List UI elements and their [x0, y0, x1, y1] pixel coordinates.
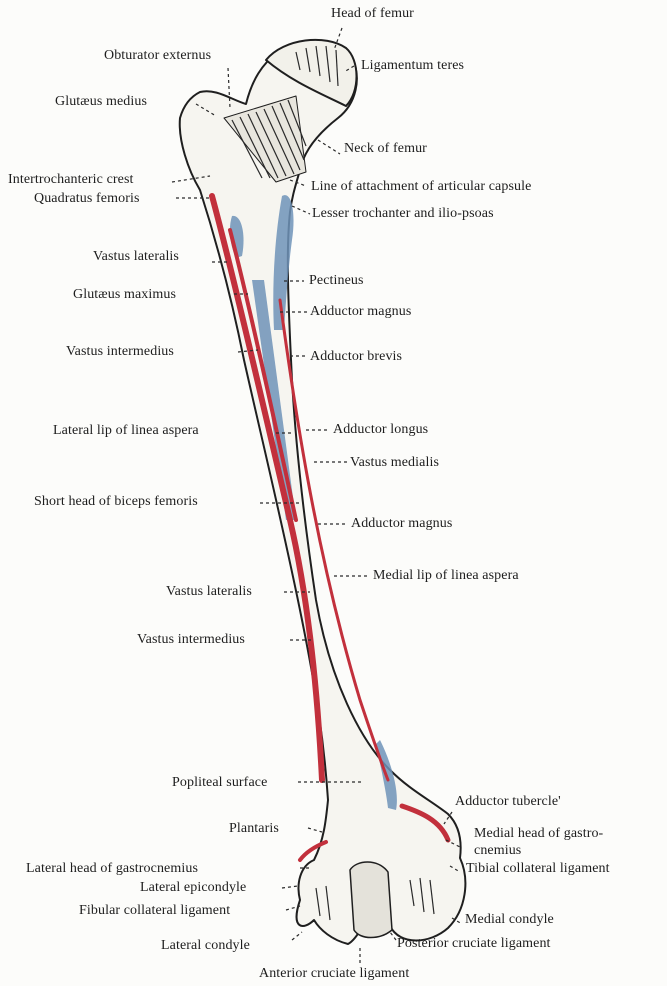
label-medial-condyle: Medial condyle: [465, 912, 554, 928]
label-adductor-brevis: Adductor brevis: [310, 349, 402, 365]
label-medial-head-gastrocnemius-line1: Medial head of gastro-: [474, 826, 603, 842]
label-plantaris: Plantaris: [229, 821, 279, 837]
label-vastus-medialis: Vastus medialis: [350, 455, 439, 471]
label-obturator-externus: Obturator externus: [104, 48, 211, 64]
label-glutaeus-medius: Glutæus medius: [55, 94, 147, 110]
label-vastus-intermedius-upper: Vastus intermedius: [66, 344, 174, 360]
label-ligamentum-teres: Ligamentum teres: [361, 58, 464, 74]
label-vastus-lateralis-lower: Vastus lateralis: [166, 584, 252, 600]
label-lesser-trochanter: Lesser trochanter and ilio-psoas: [312, 206, 494, 222]
label-medial-head-gastrocnemius-line2: cnemius: [474, 843, 521, 859]
label-lateral-lip-linea-aspera: Lateral lip of linea aspera: [53, 423, 199, 439]
label-adductor-magnus-upper: Adductor magnus: [310, 304, 411, 320]
label-medial-lip-linea-aspera: Medial lip of linea aspera: [373, 568, 519, 584]
label-adductor-tubercle: Adductor tubercle': [455, 794, 561, 810]
label-intertrochanteric-crest: Intertrochanteric crest: [8, 172, 134, 188]
label-head-of-femur: Head of femur: [331, 6, 414, 22]
label-anterior-cruciate-ligament: Anterior cruciate ligament: [259, 966, 409, 982]
label-glutaeus-maximus: Glutæus maximus: [73, 287, 176, 303]
label-lateral-head-gastrocnemius: Lateral head of gastrocnemius: [26, 861, 198, 877]
label-popliteal-surface: Popliteal surface: [172, 775, 267, 791]
label-short-head-biceps: Short head of biceps femoris: [34, 494, 198, 510]
label-lateral-condyle: Lateral condyle: [161, 938, 250, 954]
label-line-of-attachment: Line of attachment of articular capsule: [311, 179, 531, 195]
label-adductor-magnus-lower: Adductor magnus: [351, 516, 452, 532]
femur-bone: [180, 40, 466, 944]
label-neck-of-femur: Neck of femur: [344, 141, 427, 157]
label-fibular-collateral-ligament: Fibular collateral ligament: [79, 903, 230, 919]
label-posterior-cruciate-ligament: Posterior cruciate ligament: [397, 936, 551, 952]
label-pectineus: Pectineus: [309, 273, 364, 289]
label-tibial-collateral-ligament: Tibial collateral ligament: [466, 861, 610, 877]
label-vastus-lateralis-upper: Vastus lateralis: [93, 249, 179, 265]
label-adductor-longus: Adductor longus: [333, 422, 428, 438]
label-vastus-intermedius-lower: Vastus intermedius: [137, 632, 245, 648]
label-lateral-epicondyle: Lateral epicondyle: [140, 880, 246, 896]
label-quadratus-femoris: Quadratus femoris: [34, 191, 140, 207]
intercondylar-notch: [350, 862, 392, 938]
